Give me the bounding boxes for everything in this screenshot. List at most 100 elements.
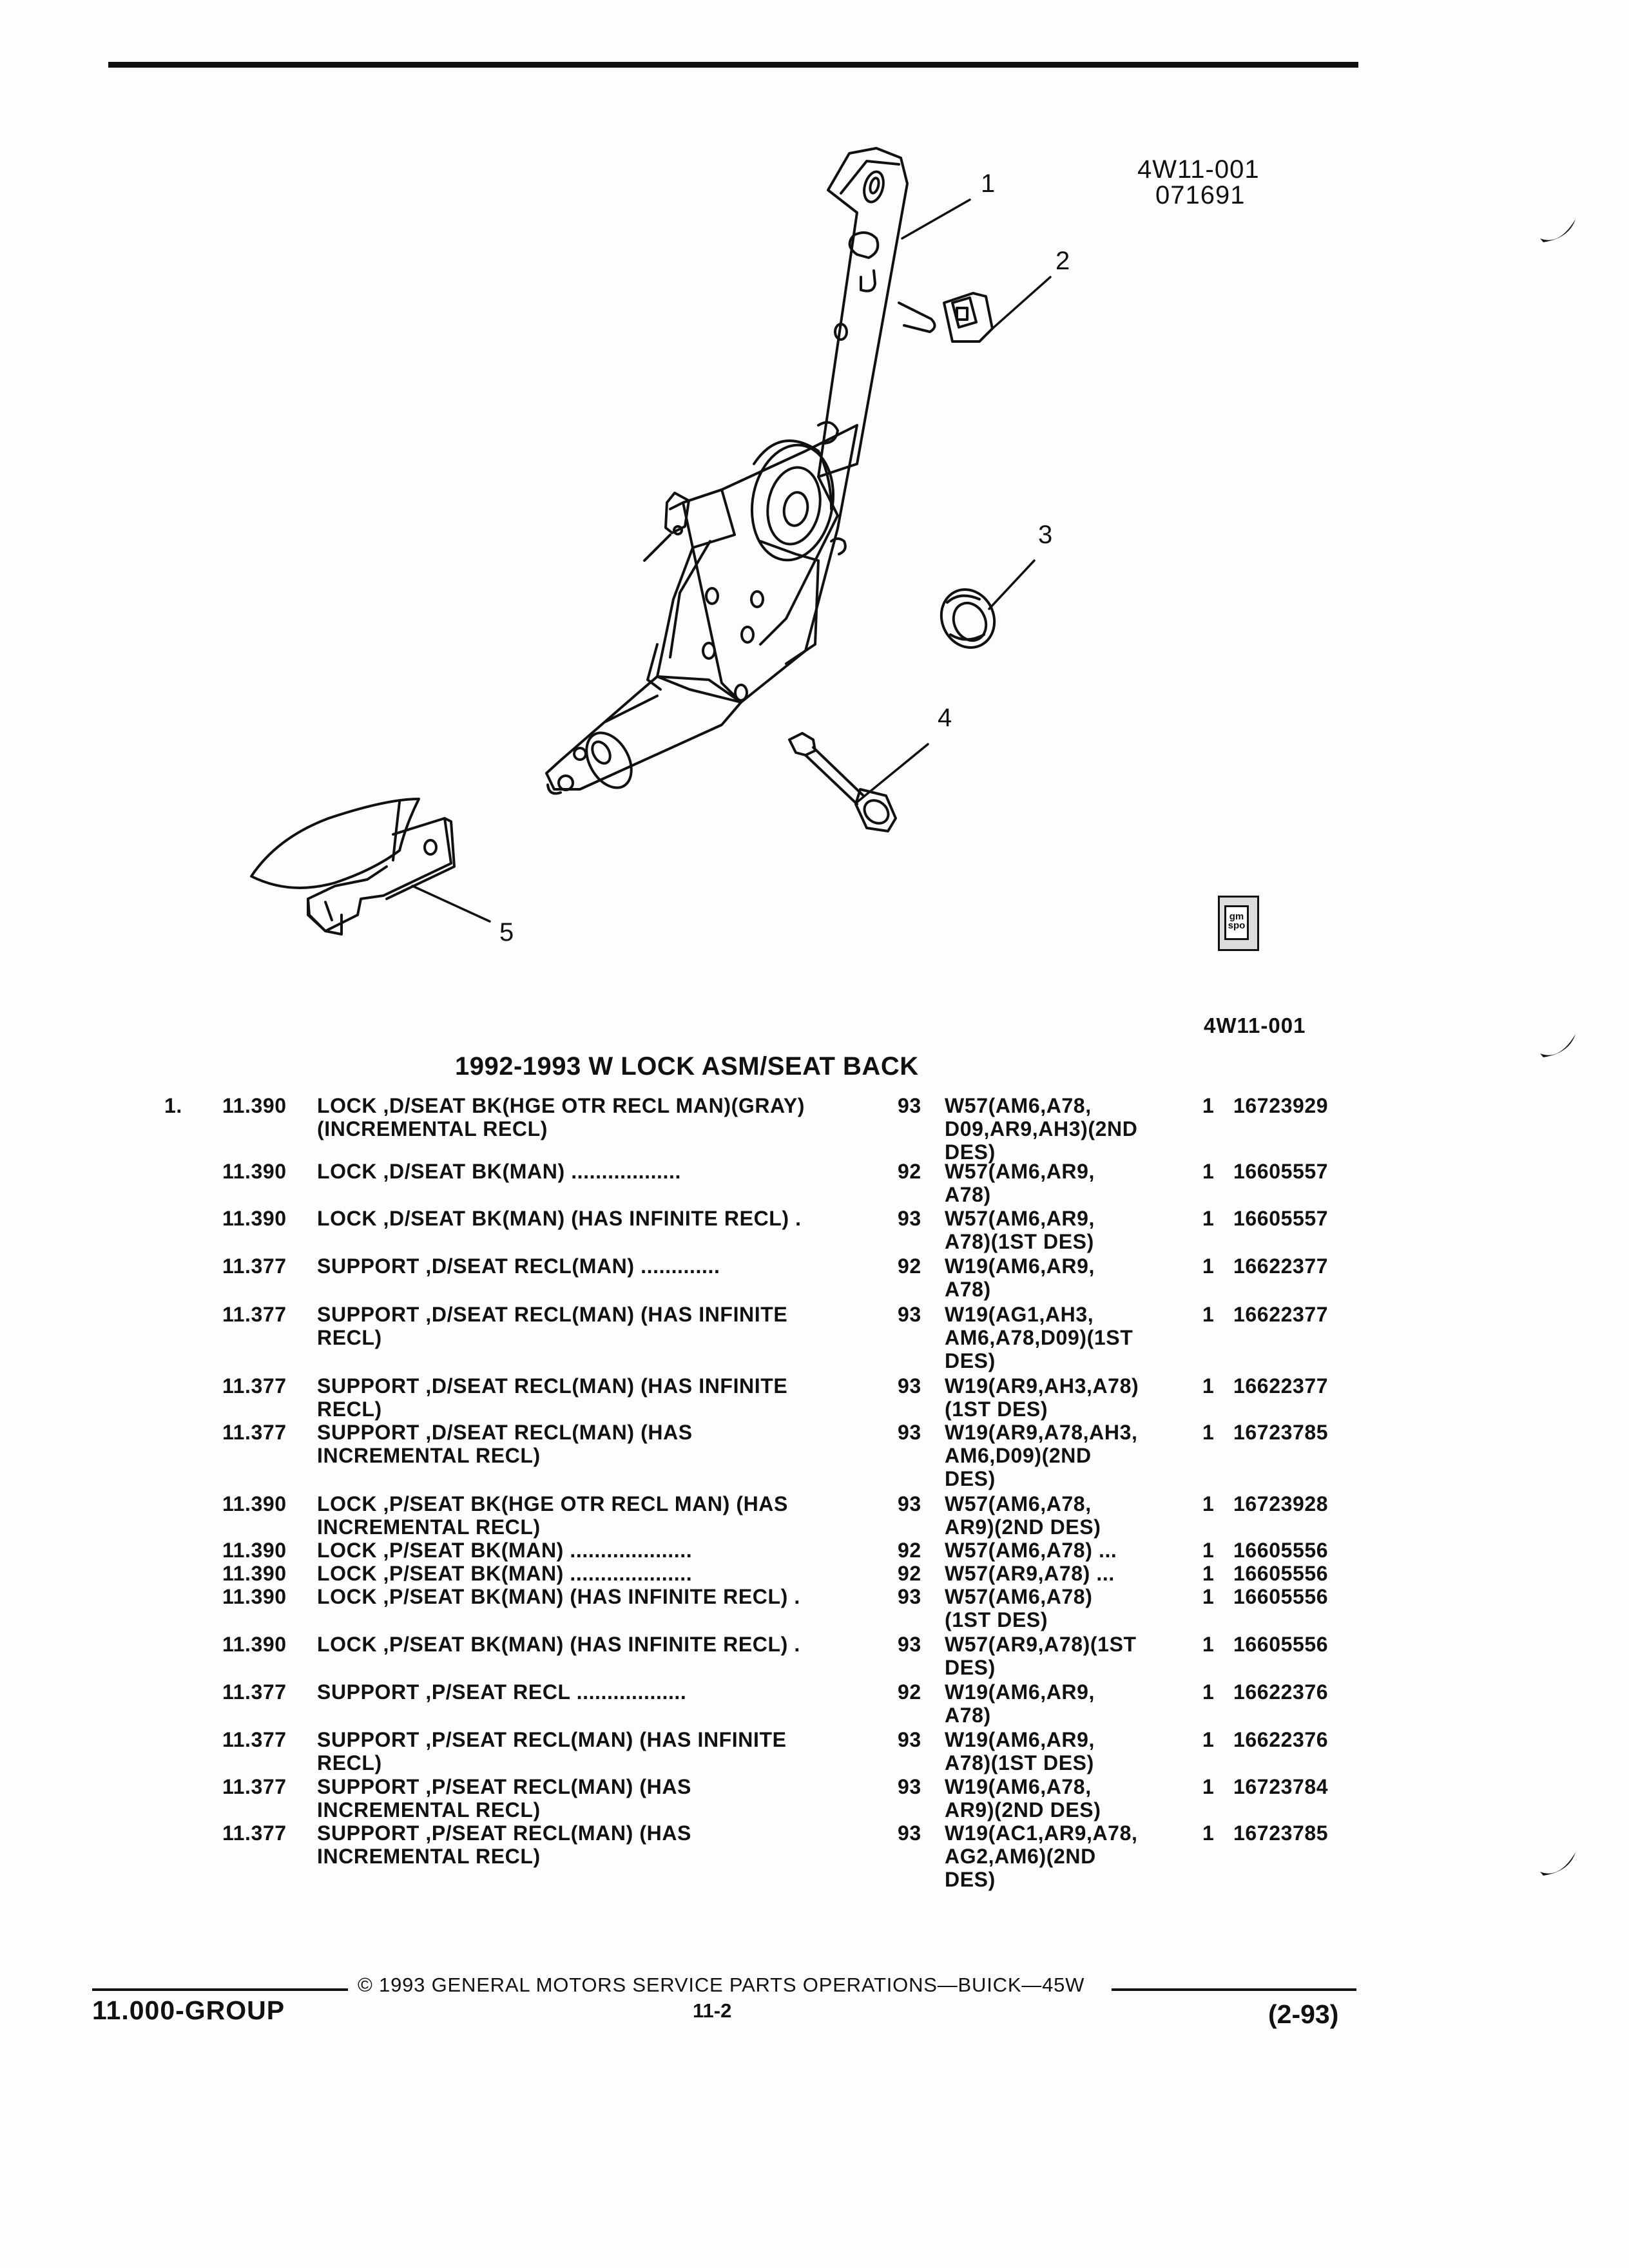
part-description: LOCK ,P/SEAT BK(MAN) (HAS INFINITE RECL)… — [317, 1585, 800, 1608]
part-number: 16605556 — [1233, 1562, 1329, 1585]
part-description: SUPPORT ,D/SEAT RECL(MAN) (HAS INFINITE … — [317, 1374, 788, 1421]
callout-5: 5 — [499, 918, 514, 947]
usage-codes: W57(AM6,AR9, A78)(1ST DES) — [945, 1207, 1095, 1253]
section-code: 11.377 — [222, 1680, 287, 1704]
part-number: 16723929 — [1233, 1094, 1329, 1117]
section-code: 11.390 — [222, 1160, 287, 1183]
section-code: 11.390 — [222, 1633, 287, 1656]
part-number: 16723785 — [1233, 1821, 1329, 1845]
section-title: 1992-1993 W LOCK ASM/SEAT BACK — [455, 1052, 919, 1081]
part-1-lock-assembly — [545, 147, 936, 795]
part-description: SUPPORT ,P/SEAT RECL .................. — [317, 1680, 687, 1704]
figure-code-line1: 4W11-001 — [1137, 155, 1260, 184]
part-description: LOCK ,D/SEAT BK(HGE OTR RECL MAN)(GRAY) … — [317, 1094, 805, 1140]
usage-codes: W19(AR9,AH3,A78) (1ST DES) — [945, 1374, 1139, 1421]
item-number: 1. — [164, 1094, 182, 1117]
model-year: 93 — [898, 1303, 921, 1326]
part-description: SUPPORT ,P/SEAT RECL(MAN) (HAS INCREMENT… — [317, 1775, 691, 1821]
footer-rule-left — [92, 1988, 348, 1991]
usage-codes: W19(AM6,A78, AR9)(2ND DES) — [945, 1775, 1101, 1821]
model-year: 93 — [898, 1633, 921, 1656]
top-rule — [108, 62, 1358, 68]
callout-3: 3 — [1038, 521, 1053, 549]
part-number: 16723785 — [1233, 1421, 1329, 1444]
binder-mark-top — [1540, 219, 1576, 242]
part-description: SUPPORT ,D/SEAT RECL(MAN) (HAS INCREMENT… — [317, 1421, 693, 1467]
model-year: 93 — [898, 1821, 921, 1845]
part-number: 16622377 — [1233, 1303, 1329, 1326]
section-code: 11.390 — [222, 1492, 287, 1515]
section-code: 11.377 — [222, 1821, 287, 1845]
gm-spo-logo: gm spo — [1218, 896, 1259, 951]
section-code: 11.377 — [222, 1775, 287, 1798]
part-description: LOCK ,D/SEAT BK(MAN) .................. — [317, 1160, 682, 1183]
callout-leaders — [411, 198, 1052, 923]
quantity: 1 — [1202, 1821, 1215, 1845]
footer-group: 11.000-GROUP — [92, 1995, 285, 2025]
quantity: 1 — [1202, 1562, 1215, 1585]
quantity: 1 — [1202, 1094, 1215, 1117]
usage-codes: W19(AR9,A78,AH3, AM6,D09)(2ND DES) — [945, 1421, 1138, 1490]
model-year: 92 — [898, 1254, 921, 1278]
part-description: LOCK ,P/SEAT BK(HGE OTR RECL MAN) (HAS I… — [317, 1492, 788, 1539]
section-code: 11.377 — [222, 1254, 287, 1278]
logo-text-2: spo — [1228, 920, 1246, 931]
quantity: 1 — [1202, 1374, 1215, 1398]
logo-text-1: gm — [1229, 911, 1244, 922]
quantity: 1 — [1202, 1303, 1215, 1326]
model-year: 93 — [898, 1094, 921, 1117]
quantity: 1 — [1202, 1728, 1215, 1751]
exploded-parts-illustration — [250, 147, 1052, 936]
callout-4: 4 — [938, 704, 952, 732]
binder-mark-bottom — [1540, 1852, 1576, 1876]
usage-codes: W57(AM6,AR9, A78) — [945, 1160, 1095, 1206]
section-code: 11.377 — [222, 1728, 287, 1751]
part-number: 16605556 — [1233, 1539, 1329, 1562]
footer-date: (2-93) — [1268, 1999, 1339, 2029]
usage-codes: W57(AM6,A78, AR9)(2ND DES) — [945, 1492, 1101, 1539]
footer-copyright: © 1993 GENERAL MOTORS SERVICE PARTS OPER… — [358, 1974, 1085, 1996]
section-code: 11.377 — [222, 1421, 287, 1444]
figure-code-line2: 071691 — [1155, 181, 1246, 209]
quantity: 1 — [1202, 1254, 1215, 1278]
quantity: 1 — [1202, 1585, 1215, 1608]
model-year: 93 — [898, 1207, 921, 1230]
part-number: 16605557 — [1233, 1160, 1329, 1183]
model-year: 92 — [898, 1160, 921, 1183]
callout-1: 1 — [981, 169, 996, 198]
usage-codes: W57(AM6,A78) (1ST DES) — [945, 1585, 1093, 1631]
model-year: 93 — [898, 1421, 921, 1444]
footer-rule-right — [1112, 1988, 1356, 1991]
section-code: 11.390 — [222, 1539, 287, 1562]
part-number: 16605557 — [1233, 1207, 1329, 1230]
part-description: SUPPORT ,D/SEAT RECL(MAN) ............. — [317, 1254, 720, 1278]
part-number: 16605556 — [1233, 1633, 1329, 1656]
part-4-pivot-bolt — [788, 732, 897, 832]
usage-codes: W19(AG1,AH3, AM6,A78,D09)(1ST DES) — [945, 1303, 1133, 1372]
quantity: 1 — [1202, 1421, 1215, 1444]
section-code: 11.390 — [222, 1585, 287, 1608]
quantity: 1 — [1202, 1775, 1215, 1798]
section-code: 11.377 — [222, 1303, 287, 1326]
usage-codes: W19(AM6,AR9, A78)(1ST DES) — [945, 1728, 1095, 1774]
section-code: 11.390 — [222, 1562, 287, 1585]
callout-2: 2 — [1055, 247, 1070, 275]
part-number: 16622376 — [1233, 1680, 1329, 1704]
binder-mark-middle — [1540, 1034, 1576, 1057]
section-code: 11.390 — [222, 1094, 287, 1117]
part-description: SUPPORT ,P/SEAT RECL(MAN) (HAS INCREMENT… — [317, 1821, 691, 1868]
model-year: 93 — [898, 1585, 921, 1608]
section-code: 11.390 — [222, 1207, 287, 1230]
part-number: 16622376 — [1233, 1728, 1329, 1751]
usage-codes: W57(AM6,A78, D09,AR9,AH3)(2ND DES) — [945, 1094, 1138, 1164]
figure-code: 4W11-001 071691 — [1137, 157, 1260, 208]
quantity: 1 — [1202, 1160, 1215, 1183]
usage-codes: W19(AM6,AR9, A78) — [945, 1680, 1095, 1727]
model-year: 93 — [898, 1775, 921, 1798]
model-year: 93 — [898, 1492, 921, 1515]
quantity: 1 — [1202, 1633, 1215, 1656]
part-number: 16605556 — [1233, 1585, 1329, 1608]
usage-codes: W57(AM6,A78) ... — [945, 1539, 1117, 1562]
part-description: LOCK ,P/SEAT BK(MAN) ...................… — [317, 1539, 693, 1562]
footer-page-number: 11-2 — [693, 1999, 732, 2022]
